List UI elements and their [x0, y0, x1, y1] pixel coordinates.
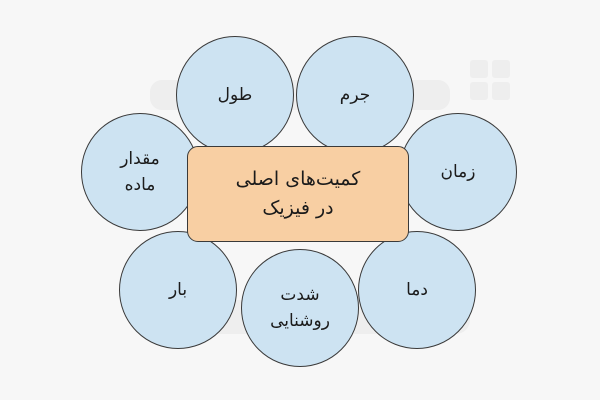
node-time-label: زمان	[440, 161, 476, 182]
node-luminous-line2: روشنایی	[270, 311, 330, 331]
node-temperature-label: دما	[406, 279, 428, 300]
node-amount-of-substance: مقدار ماده	[81, 113, 199, 231]
center-title-line1: کمیت‌های اصلی	[235, 167, 361, 190]
node-amount-line2: ماده	[124, 175, 156, 195]
node-charge-label: بار	[168, 279, 188, 300]
node-amount-line1: مقدار	[120, 148, 160, 169]
node-mass-label: جرم	[339, 84, 371, 105]
center-title-line2: در فیزیک	[262, 197, 334, 219]
node-luminous-line1: شدت	[280, 284, 320, 305]
node-time: زمان	[399, 113, 517, 231]
node-mass: جرم	[296, 36, 414, 154]
node-charge: بار	[119, 231, 237, 349]
node-length-label: طول	[217, 84, 253, 105]
node-length: طول	[176, 36, 294, 154]
node-temperature: دما	[358, 231, 476, 349]
node-luminous-intensity: شدت روشنایی	[241, 249, 359, 367]
center-topic-box: کمیت‌های اصلی در فیزیک	[187, 146, 409, 242]
